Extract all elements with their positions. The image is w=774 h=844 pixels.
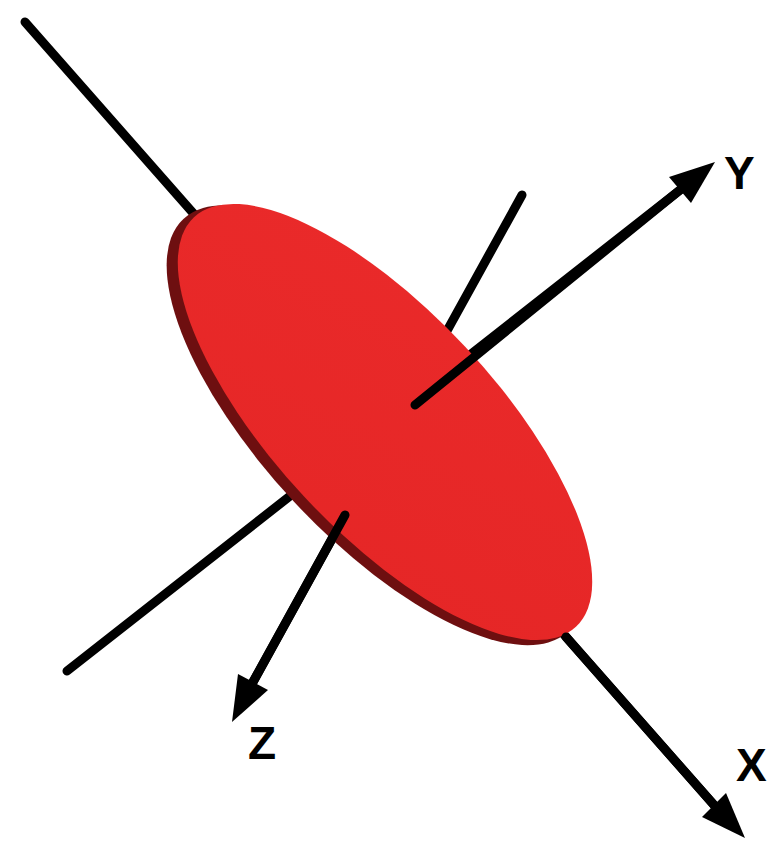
y-axis-front xyxy=(415,190,680,405)
x-axis-front xyxy=(566,637,714,805)
disc-face xyxy=(114,142,657,702)
axis-label: Z xyxy=(248,720,276,766)
x-arrowhead xyxy=(702,793,745,838)
axis-label: Y xyxy=(724,150,755,196)
y-arrowhead xyxy=(669,162,715,203)
z-arrowhead xyxy=(232,674,268,722)
axis-label: X xyxy=(736,742,767,788)
x-axis-line xyxy=(25,22,714,805)
z-axis-front xyxy=(253,515,345,682)
